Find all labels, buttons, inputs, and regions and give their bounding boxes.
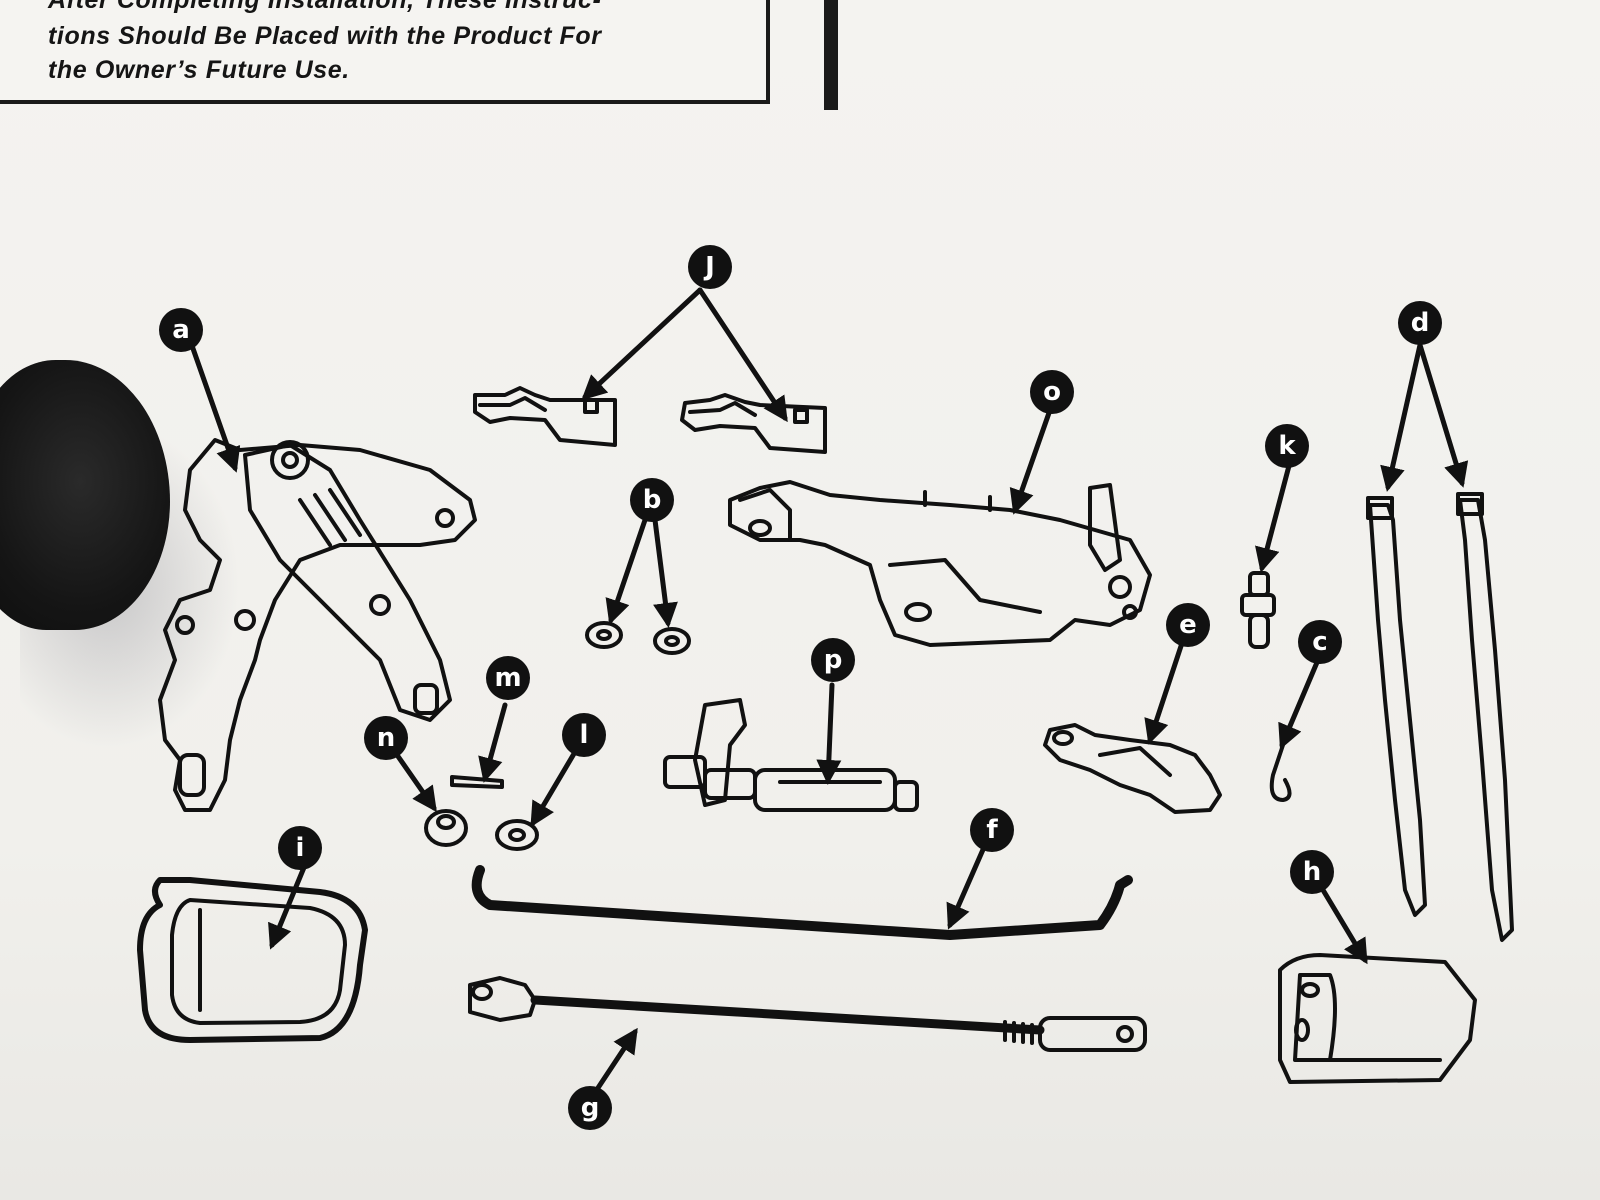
svg-text:o: o — [1043, 377, 1061, 407]
label-a: a — [159, 308, 203, 352]
svg-text:h: h — [1303, 857, 1322, 887]
part-f-rod — [471, 865, 1133, 940]
label-l: l — [562, 713, 606, 757]
part-d-cable-ties — [1366, 492, 1514, 942]
part-p-shaft — [663, 698, 919, 812]
label-i: i — [278, 826, 322, 870]
part-a-bracket-assembly — [158, 438, 477, 812]
svg-text:g: g — [581, 1093, 600, 1123]
label-k: k — [1265, 424, 1309, 468]
part-b-washers — [585, 621, 691, 655]
svg-text:b: b — [643, 485, 662, 515]
svg-text:c: c — [1312, 627, 1327, 657]
svg-text:f: f — [986, 815, 998, 845]
svg-text:e: e — [1179, 610, 1197, 640]
svg-text:n: n — [377, 723, 396, 753]
part-n-nut — [424, 809, 468, 847]
notice-line: tions Should Be Placed with the Product … — [48, 22, 602, 50]
label-o: o — [1030, 370, 1074, 414]
part-i-grommet — [137, 877, 368, 1043]
svg-text:d: d — [1411, 308, 1430, 338]
label-m: m — [486, 656, 530, 700]
part-o-lever-bracket — [728, 480, 1152, 647]
leader-arrows — [187, 287, 1469, 1103]
notice-line: the Owner’s Future Use. — [48, 56, 350, 84]
part-j-clip-right — [680, 393, 827, 454]
label-h: h — [1290, 850, 1334, 894]
label-j: J — [688, 245, 732, 289]
svg-text:i: i — [296, 833, 305, 863]
part-m-cotter-pin — [450, 775, 504, 789]
label-e: e — [1166, 603, 1210, 647]
column-rule — [824, 0, 838, 110]
notice-line: After Completing Installation, These Ins… — [48, 0, 602, 14]
part-e-small-bracket — [1043, 723, 1222, 814]
svg-text:a: a — [172, 315, 190, 345]
label-d: d — [1398, 301, 1442, 345]
label-b: b — [630, 478, 674, 522]
part-h-cover — [1278, 953, 1477, 1084]
label-n: n — [364, 716, 408, 760]
label-f: f — [970, 808, 1014, 852]
part-l-washer — [495, 819, 539, 851]
label-p: p — [811, 638, 855, 682]
svg-text:m: m — [494, 663, 521, 693]
svg-text:k: k — [1278, 431, 1296, 461]
part-g-adjustable-rod — [468, 976, 1147, 1052]
svg-text:p: p — [824, 645, 843, 675]
svg-text:l: l — [580, 720, 589, 750]
label-c: c — [1298, 620, 1342, 664]
black-knob-photo-object — [0, 360, 170, 630]
part-j-clip-left — [473, 386, 617, 447]
part-c-hairpin-clip — [1269, 743, 1292, 802]
notice-box: After Completing Installation, These Ins… — [0, 0, 770, 104]
svg-text:J: J — [703, 252, 715, 282]
label-g: g — [568, 1086, 612, 1130]
part-k-pin — [1240, 571, 1276, 649]
